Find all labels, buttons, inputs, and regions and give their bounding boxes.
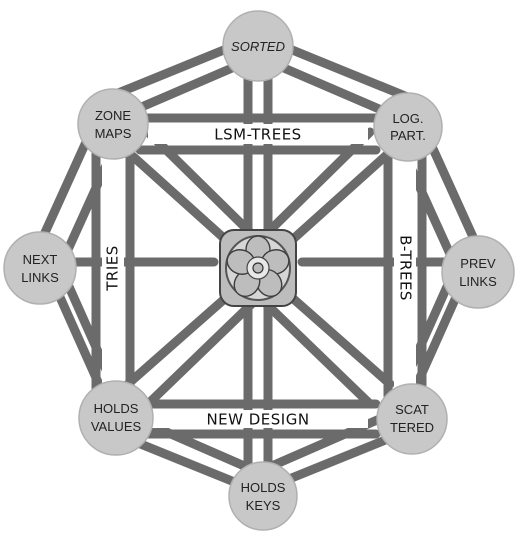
new-design-label: NEW DESIGN: [206, 411, 309, 429]
node-sorted: SORTED: [223, 11, 293, 81]
node-log-part: LOG. PART.: [374, 93, 442, 161]
node-next-links-line2: LINKS: [21, 270, 59, 285]
node-prev-links-line1: PREV: [460, 256, 496, 271]
node-scattered-line2: TERED: [390, 420, 434, 435]
node-holds-values-line2: VALUES: [91, 419, 142, 434]
node-scattered: SCAT TERED: [377, 384, 447, 454]
node-holds-keys: HOLDS KEYS: [229, 462, 297, 530]
node-log-part-line2: PART.: [390, 128, 426, 143]
node-prev-links-line2: LINKS: [459, 274, 497, 289]
rose-icon: [220, 230, 296, 306]
node-holds-values-line1: HOLDS: [94, 401, 139, 416]
node-next-links: NEXT LINKS: [4, 232, 76, 304]
node-zone-maps-line1: ZONE: [95, 108, 131, 123]
tries-label: TRIES: [104, 245, 122, 292]
node-next-links-line1: NEXT: [23, 252, 58, 267]
node-holds-keys-line2: KEYS: [246, 498, 281, 513]
node-zone-maps: ZONE MAPS: [78, 89, 148, 159]
lsm-trees-label: LSM-TREES: [214, 126, 301, 144]
node-holds-keys-line1: HOLDS: [241, 480, 286, 495]
node-holds-values: HOLDS VALUES: [79, 381, 153, 455]
node-sorted-line1: SORTED: [231, 39, 285, 54]
b-trees-label: B-TREES: [397, 235, 415, 301]
node-log-part-line1: LOG.: [392, 111, 423, 126]
node-zone-maps-line2: MAPS: [95, 126, 132, 141]
node-prev-links: PREV LINKS: [442, 236, 514, 308]
node-scattered-line1: SCAT: [395, 402, 429, 417]
